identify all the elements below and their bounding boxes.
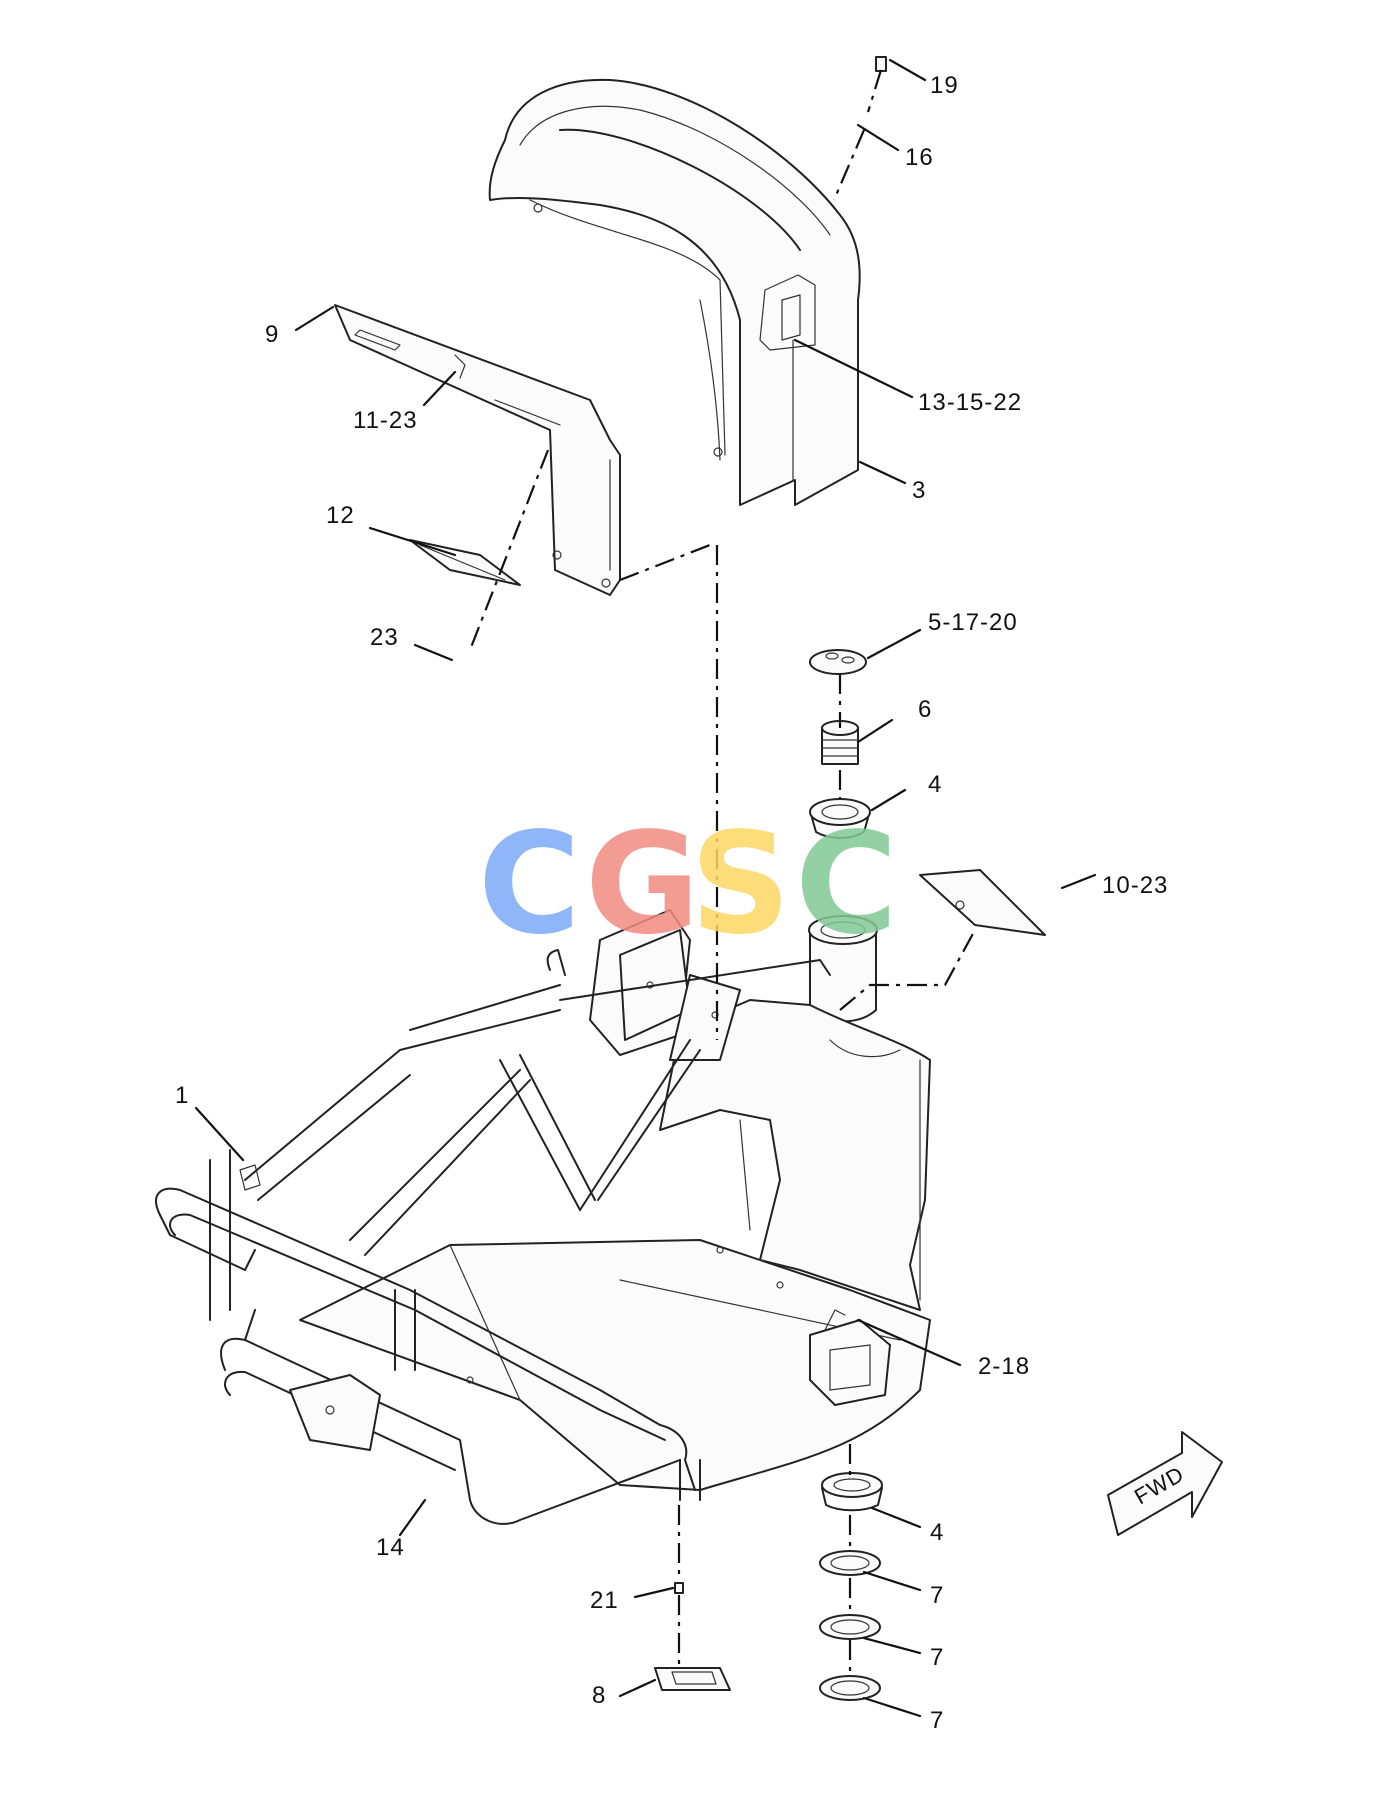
side-panel [334, 304, 621, 596]
callout-1: 1 [175, 1082, 189, 1109]
callout-3: 3 [912, 477, 926, 504]
watermark-letter-2: G [585, 803, 700, 966]
callout-4-top: 4 [928, 771, 942, 798]
callout-23: 23 [370, 624, 399, 651]
washer-7b [819, 1614, 881, 1640]
fwd-arrow-icon: FWD [1107, 1431, 1223, 1536]
callout-labels: 19 16 9 13-15-22 11-23 3 12 23 5-17-20 6… [175, 72, 1168, 1734]
callout-10-23: 10-23 [1102, 872, 1168, 899]
base-frame [155, 909, 931, 1525]
callout-21: 21 [590, 1587, 619, 1614]
cap-5-17-20 [809, 649, 867, 675]
callout-7a: 7 [930, 1582, 944, 1609]
leader-lines [194, 58, 1097, 1718]
pad-8 [654, 1667, 731, 1691]
watermark-letter-3: S [690, 803, 791, 966]
bracket-12 [409, 539, 521, 586]
bolt-19 [875, 56, 887, 72]
callout-6: 6 [918, 696, 932, 723]
watermark-letter-1: C [478, 803, 581, 966]
callout-5-17-20: 5-17-20 [928, 609, 1018, 636]
bushing-4-bottom [821, 1472, 883, 1512]
watermark-letter-4: C [795, 803, 898, 966]
callout-16: 16 [905, 144, 934, 171]
callout-12: 12 [326, 502, 355, 529]
plate-10-23 [919, 869, 1046, 936]
seat-back-shell [488, 78, 861, 506]
callout-7b: 7 [930, 1644, 944, 1671]
callout-19: 19 [930, 72, 959, 99]
bolt-21 [674, 1582, 684, 1594]
washer-7a [819, 1550, 881, 1576]
callout-8: 8 [592, 1682, 606, 1709]
washer-7c [819, 1675, 881, 1701]
callout-14: 14 [376, 1534, 405, 1561]
callout-4-bottom: 4 [930, 1519, 944, 1546]
callout-2-18: 2-18 [978, 1353, 1030, 1380]
assembly-centerlines [468, 69, 976, 1677]
callout-7c: 7 [930, 1707, 944, 1734]
callout-11-23: 11-23 [353, 407, 418, 434]
bushing-4-top [809, 798, 871, 839]
callout-13-15-22: 13-15-22 [918, 389, 1022, 416]
callout-9: 9 [265, 321, 279, 348]
watermark: C G S C [478, 803, 898, 966]
